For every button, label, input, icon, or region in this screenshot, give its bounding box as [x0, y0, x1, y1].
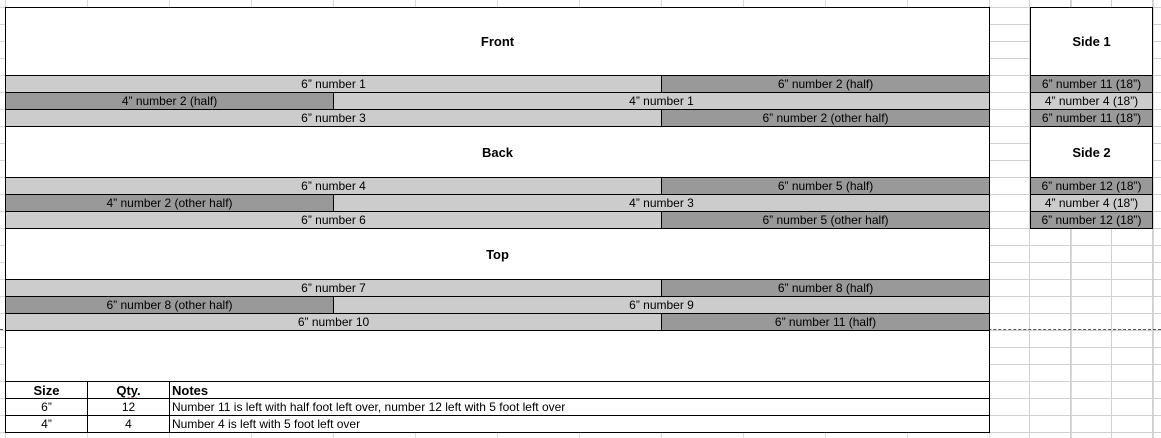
back-title-cell[interactable]: Back	[5, 126, 990, 178]
board-label: 6” number 10	[297, 315, 370, 329]
board-label: 6” number 7	[301, 281, 366, 295]
size-cell[interactable]: 6”	[5, 398, 88, 416]
back-row2-right-cell[interactable]: 4” number 3	[333, 194, 990, 212]
back-row1-right-cell[interactable]: 6” number 5 (half)	[661, 177, 990, 195]
board-label: 6” number 12 (18”)	[1041, 213, 1142, 227]
side1-row2-cell[interactable]: 4” number 4 (18”)	[1030, 92, 1153, 110]
back-row3-right-cell[interactable]: 6” number 5 (other half)	[661, 211, 990, 229]
board-label: 6” number 9	[629, 298, 694, 312]
front-row2-right-cell[interactable]: 4” number 1	[333, 92, 990, 110]
board-label: 6” number 1	[301, 77, 366, 91]
qty-header: Qty.	[116, 382, 141, 398]
size-value: 4”	[41, 417, 52, 431]
board-label: 4” number 2 (other half)	[106, 196, 233, 210]
top-row3-left-cell[interactable]: 6” number 10	[5, 313, 662, 331]
top-title-cell[interactable]: Top	[5, 228, 990, 280]
top-row1-left-cell[interactable]: 6” number 7	[5, 279, 662, 297]
front-row3-right-cell[interactable]: 6” number 2 (other half)	[661, 109, 990, 127]
size-value: 6”	[41, 400, 52, 414]
top-title: Top	[486, 246, 509, 262]
side2-row3-cell[interactable]: 6” number 12 (18”)	[1030, 211, 1153, 229]
notes-header: Notes	[172, 382, 209, 398]
qty-header-cell[interactable]: Qty.	[87, 381, 170, 399]
notes-cell[interactable]: Number 4 is left with 5 foot left over	[169, 415, 990, 433]
notes-cell[interactable]: Number 11 is left with half foot left ov…	[169, 398, 990, 416]
notes-value: Number 4 is left with 5 foot left over	[172, 417, 361, 431]
back-row3-left-cell[interactable]: 6” number 6	[5, 211, 662, 229]
board-label: 6” number 5 (other half)	[762, 213, 889, 227]
board-label: 6” number 12 (18”)	[1041, 179, 1142, 193]
back-row1-left-cell[interactable]: 6” number 4	[5, 177, 662, 195]
front-row2-left-cell[interactable]: 4” number 2 (half)	[5, 92, 334, 110]
side1-row3-cell[interactable]: 6” number 11 (18”)	[1030, 109, 1153, 127]
board-label: 6” number 2 (half)	[777, 77, 874, 91]
size-cell[interactable]: 4”	[5, 415, 88, 433]
board-label: 6” number 6	[301, 213, 366, 227]
board-label: 4” number 4 (18”)	[1044, 196, 1139, 210]
side1-title: Side 1	[1072, 34, 1111, 49]
board-label: 6” number 2 (other half)	[762, 111, 889, 125]
front-row1-right-cell[interactable]: 6” number 2 (half)	[661, 75, 990, 93]
board-label: 6” number 11 (18”)	[1041, 111, 1142, 125]
back-title: Back	[481, 144, 514, 160]
size-header-cell[interactable]: Size	[5, 381, 88, 399]
back-row2-left-cell[interactable]: 4” number 2 (other half)	[5, 194, 334, 212]
side2-title: Side 2	[1072, 144, 1111, 160]
blank-box-cell[interactable]	[5, 330, 990, 382]
top-row2-left-cell[interactable]: 6” number 8 (other half)	[5, 296, 334, 314]
top-row2-right-cell[interactable]: 6” number 9	[333, 296, 990, 314]
notes-value: Number 11 is left with half foot left ov…	[172, 400, 566, 414]
top-row3-right-cell[interactable]: 6” number 11 (half)	[661, 313, 990, 331]
front-title: Front	[480, 34, 515, 49]
board-label: 6” number 8 (other half)	[106, 298, 233, 312]
board-label: 4” number 4 (18”)	[1044, 94, 1139, 108]
front-title-cell[interactable]: Front	[5, 7, 990, 76]
qty-cell[interactable]: 12	[87, 398, 170, 416]
side1-row1-cell[interactable]: 6” number 11 (18”)	[1030, 75, 1153, 93]
side2-title-cell[interactable]: Side 2	[1030, 126, 1153, 178]
board-label: 4” number 2 (half)	[121, 94, 218, 108]
qty-value: 4	[125, 417, 132, 431]
side2-row2-cell[interactable]: 4” number 4 (18”)	[1030, 194, 1153, 212]
qty-cell[interactable]: 4	[87, 415, 170, 433]
board-label: 4” number 3	[629, 196, 694, 210]
board-label: 6” number 3	[301, 111, 366, 125]
board-label: 6” number 4	[301, 179, 366, 193]
board-label: 6” number 5 (half)	[777, 179, 874, 193]
qty-value: 12	[121, 400, 136, 414]
board-label: 6” number 8 (half)	[777, 281, 874, 295]
side2-row1-cell[interactable]: 6” number 12 (18”)	[1030, 177, 1153, 195]
board-label: 6” number 11 (half)	[774, 315, 877, 329]
front-row1-left-cell[interactable]: 6” number 1	[5, 75, 662, 93]
notes-header-cell[interactable]: Notes	[169, 381, 990, 399]
board-label: 6” number 11 (18”)	[1041, 77, 1142, 91]
board-label: 4” number 1	[629, 94, 694, 108]
size-header: Size	[33, 382, 60, 398]
front-row3-left-cell[interactable]: 6” number 3	[5, 109, 662, 127]
side1-title-cell[interactable]: Side 1	[1030, 7, 1153, 76]
top-row1-right-cell[interactable]: 6” number 8 (half)	[661, 279, 990, 297]
